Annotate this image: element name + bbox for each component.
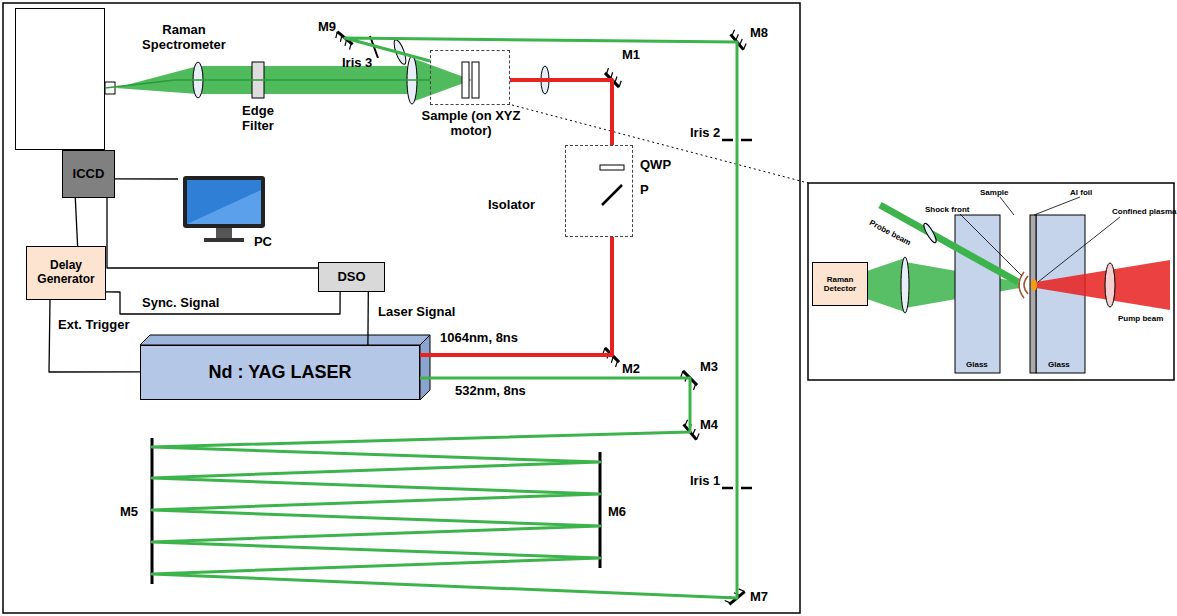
component-label: M4 [700,418,718,433]
polarizer [602,185,622,205]
qwp-plate [600,165,624,170]
node-label: ICCD [70,167,108,182]
component-label: Iris 2 [690,126,720,141]
laser-beam [420,237,612,355]
laser-beam [105,80,430,88]
laser-top-face [140,335,430,345]
signal-wire [115,178,178,179]
laser-box: Nd : YAG LASER [140,345,420,400]
component-label: M8 [750,26,768,41]
component-label: M6 [608,505,626,520]
inset-label: Glass [966,360,988,369]
node-label: Isolator [488,198,535,213]
component-label: M2 [622,362,640,377]
laser-side-face [420,335,430,400]
component-label: M9 [318,20,336,35]
node-label: Delay Generator [27,259,105,287]
node-label: DSO [334,270,368,285]
node-label: Raman Detector [813,275,867,293]
signal-wire [106,292,340,314]
mirror [152,30,748,605]
component-label: 532nm, 8ns [455,384,526,399]
signal-label: Sync. Signal [140,296,221,311]
laser-beam [152,38,737,598]
dso-box: DSO [318,262,385,292]
sample-plate [472,62,479,98]
node-label: PC [254,235,272,250]
signal-label: Laser Signal [376,305,457,320]
node-label: Sample (on XYZ motor) [416,109,526,139]
sample-plate [462,62,469,98]
main-frame [3,3,800,613]
iccd-box: ICCD [62,150,115,198]
component-label: Edge Filter [236,104,280,134]
pc-monitor [183,176,265,242]
signal-label: Ext. Trigger [56,318,132,333]
raman-detector-box: Raman Detector [812,262,868,306]
inset-label: Sample [980,188,1008,197]
signal-wire [107,198,318,268]
signal-wire [49,300,140,372]
inset-label: Shock front [925,205,969,214]
inset-label: Confined plasma [1112,207,1176,216]
spectrometer-box: Raman Spectrometer [15,8,105,150]
sample-group: Sample (on XYZ motor) [430,50,510,105]
pc-icon: PC [178,172,272,250]
component-label: Iris 1 [690,474,720,489]
component-label: M1 [622,48,640,63]
node-label: Raman Spectrometer [138,23,230,53]
inset-label: Glass [1048,360,1070,369]
component-label: M3 [700,360,718,375]
isolator-group: Isolator [565,145,633,237]
component-label: Iris 3 [342,56,372,71]
component-label: 1064nm, 8ns [440,331,518,346]
component-label: M7 [750,590,768,605]
component-label: M5 [120,505,138,520]
zoom-leader [512,105,808,183]
component-label: QWP [640,158,671,173]
laser-beam [510,80,612,145]
signal-wire [367,292,369,345]
signal-wire [75,198,77,246]
delay-generator-box: Delay Generator [26,246,106,300]
inset-label: Pump beam [1118,314,1163,323]
inset-label: Al foil [1070,188,1092,197]
component-label: P [640,183,649,198]
node-label: Nd : YAG LASER [205,362,354,383]
